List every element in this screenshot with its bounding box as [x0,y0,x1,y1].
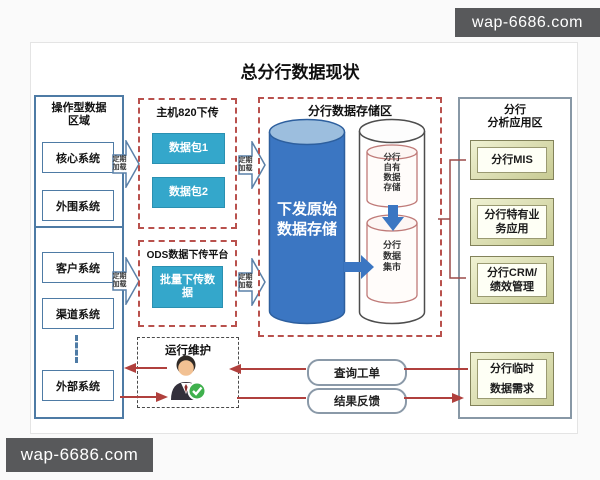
app-branch-special-business: 分行特有业 务应用 [470,198,554,246]
watermark-top-right: wap-6686.com [455,8,600,37]
app-branch-adhoc-demand: 分行临时 数据需求 [470,352,554,406]
app-special-line1: 分行特有业 [484,209,540,221]
watermark-bottom-left-text: wap-6686.com [20,445,139,464]
system-external: 外部系统 [42,370,114,401]
app-adhoc-line2: 数据需求 [490,383,534,395]
vertical-ellipsis [75,335,78,363]
data-mart-line1: 分行 [382,240,401,250]
own-store-line2: 自有 [383,162,401,172]
app-branch-crm: 分行CRM/ 绩效管理 [470,256,554,304]
result-feedback-box: 结果反馈 [307,388,407,414]
diagram-title: 总分行数据现状 [240,63,360,82]
app-crm-line1: 分行CRM/ [486,267,538,279]
system-customer: 客户系统 [42,252,114,283]
operator-person-icon [171,355,207,401]
system-channel: 渠道系统 [42,298,114,329]
operational-zone-title-line2: 区域 [68,115,90,127]
arrow-raw-to-mart-icon [344,255,374,279]
data-mart-cylinder-icon [366,214,418,304]
system-peripheral: 外围系统 [42,190,114,221]
query-ticket-box: 查询工单 [307,359,407,386]
analysis-zone-container: 分行 分析应用区 分行MIS 分行特有业 务应用 分行CRM/ 绩效管理 分行临… [458,97,572,419]
arrow-own-to-mart-icon [382,205,404,231]
transfer-label-2: 定期加载 [112,273,127,288]
data-mart-line3: 集市 [382,262,401,272]
storage-to-apps-bracket [438,159,466,279]
batch-download-box: 批量下传数据 [152,266,223,308]
transfer-label-3: 定期加载 [238,157,253,172]
transfer-label-4: 定期加载 [238,274,253,289]
own-store-line4: 存储 [383,182,401,192]
analysis-zone-title-line2: 分析应用区 [487,117,543,129]
storage-zone: 分行数据存储区 [258,97,442,337]
app-special-line2: 务应用 [495,223,529,235]
maintenance-title: 运行维护 [165,345,211,357]
app-branch-mis-label: 分行MIS [491,154,533,166]
arrowhead-into-operator [156,392,168,402]
operational-zone-container: 操作型数据 区域 核心系统 外围系统 客户系统 渠道系统 外部系统 [34,95,124,419]
operational-zone-title-line1: 操作型数据 [51,102,107,114]
raw-data-cylinder-icon [268,118,346,325]
own-store-line3: 数据 [383,172,401,182]
app-branch-mis: 分行MIS [470,140,554,180]
app-adhoc-line1: 分行临时 [490,363,534,375]
data-package-2: 数据包2 [152,177,225,208]
app-crm-line2: 绩效管理 [490,281,534,293]
raw-store-label-line2: 数据存储 [276,221,337,238]
data-package-1: 数据包1 [152,133,225,164]
raw-store-label-line1: 下发原始 [276,201,337,218]
watermark-top-right-text: wap-6686.com [472,13,583,31]
ods-platform-title: ODS数据下传平台 [146,250,229,261]
analysis-zone-title-line1: 分行 [504,104,526,116]
ods-platform-zone: ODS数据下传平台 批量下传数据 [138,240,237,327]
arrowhead-to-operator [229,364,241,374]
zone-divider [36,226,122,228]
watermark-bottom-left: wap-6686.com [6,438,153,472]
arrowhead-into-adhoc [452,393,464,403]
own-store-line1: 分行 [383,152,401,162]
host-download-zone: 主机820下传 数据包1 数据包2 [138,98,237,229]
arrowhead-to-external [124,363,136,373]
host-download-title: 主机820下传 [156,107,219,119]
block-arrow-core-to-host-icon [112,140,140,188]
transfer-label-1: 定期加载 [112,156,127,171]
data-mart-line2: 数据 [382,251,401,261]
storage-zone-title: 分行数据存储区 [307,104,392,118]
block-arrow-customer-to-ods-icon [112,257,140,305]
